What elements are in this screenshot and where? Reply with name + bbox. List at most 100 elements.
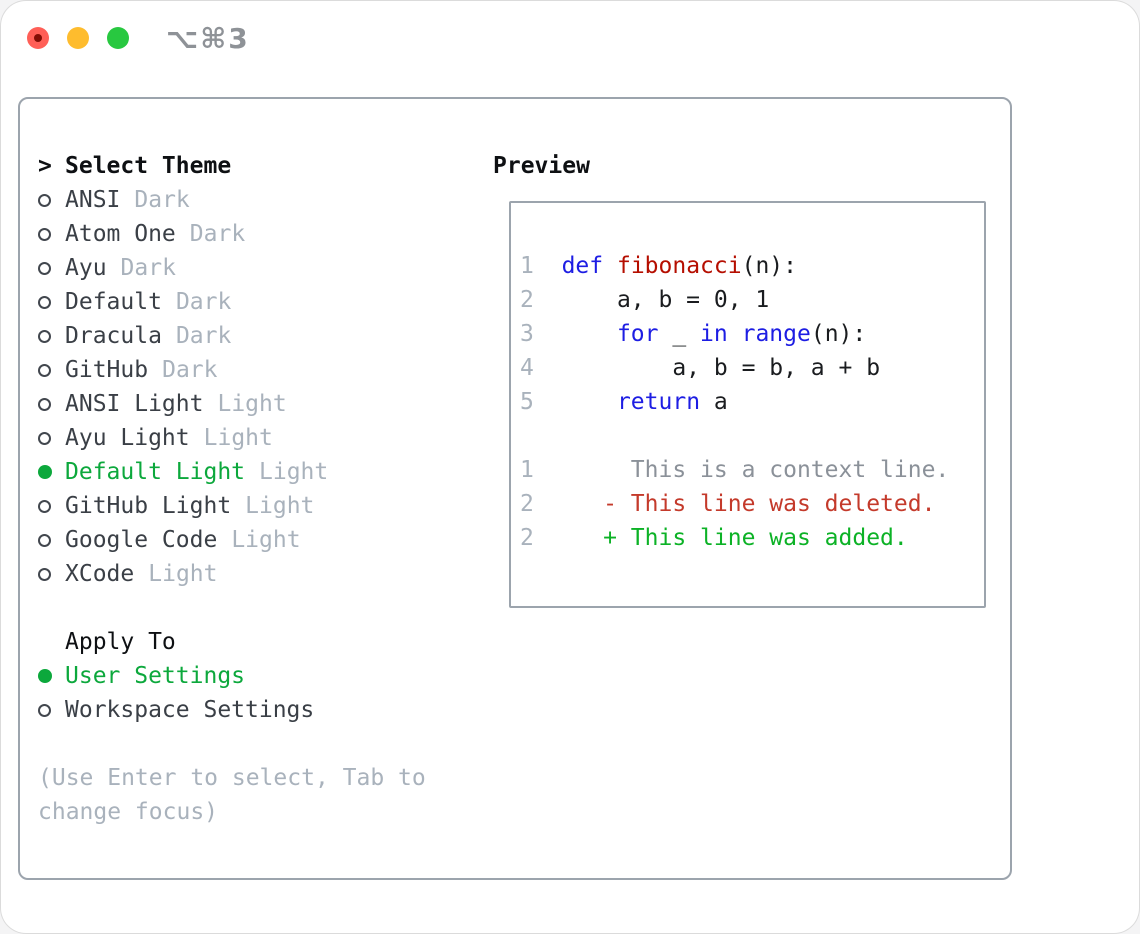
code-segment: 2 (520, 525, 534, 551)
radio-icon (38, 431, 65, 445)
preview-line: 1 def fibonacci(n): (520, 249, 984, 283)
code-segment: a (700, 389, 728, 415)
radio-circle (38, 703, 51, 717)
radio-icon (38, 533, 65, 547)
code-segment: (n): (810, 321, 867, 347)
select-theme-heading-label: Select Theme (65, 153, 232, 179)
theme-option[interactable]: Ayu Dark (38, 251, 426, 285)
radio-icon (38, 397, 65, 411)
option-variant-tag: Dark (162, 357, 218, 383)
radio-circle (38, 363, 51, 377)
code-segment (534, 321, 617, 347)
preview-line: 2 a, b = 0, 1 (520, 283, 984, 317)
radio-selected-icon (38, 669, 65, 683)
radio-circle (38, 465, 52, 479)
code-segment: 1 (520, 253, 534, 279)
window-title: ⌥⌘3 (166, 22, 250, 55)
preview-heading: Preview (493, 149, 986, 183)
option-variant-tag: Dark (189, 221, 246, 247)
hint-line: change focus) (38, 799, 219, 825)
radio-icon (38, 295, 65, 309)
option-label: Ayu (65, 255, 107, 281)
option-label: GitHub Light (65, 493, 232, 519)
radio-icon (38, 363, 65, 377)
preview-line: 5 return a (520, 385, 984, 419)
select-theme-heading: > Select Theme (38, 149, 426, 183)
apply-to-heading-label: Apply To (65, 629, 176, 655)
option-variant-tag: Light (245, 493, 315, 519)
code-segment (534, 253, 562, 279)
preview-line: 2 + This line was added. (520, 521, 984, 555)
radio-icon (38, 227, 65, 241)
option-variant-tag: Dark (175, 289, 232, 315)
option-label: User Settings (65, 663, 246, 689)
code-segment (534, 389, 617, 415)
option-variant-tag: Light (259, 459, 329, 485)
option-label: GitHub (65, 357, 149, 383)
radio-selected-icon (38, 465, 65, 479)
theme-option[interactable]: GitHub Dark (38, 353, 426, 387)
code-segment: in (700, 321, 728, 347)
preview-line: 2 - This line was deleted. (520, 487, 984, 521)
radio-icon (38, 193, 65, 207)
spacer (38, 727, 426, 761)
hint-text: (Use Enter to select, Tab to change focu… (38, 761, 426, 829)
theme-option[interactable]: GitHub Light Light (38, 489, 426, 523)
traffic-lights (27, 27, 129, 49)
code-segment: range (741, 321, 811, 347)
option-label: Default (65, 289, 162, 315)
preview-line (520, 419, 984, 453)
radio-icon (38, 261, 65, 275)
radio-icon (38, 499, 65, 513)
code-segment: a, b = 0, 1 (533, 287, 770, 313)
apply-option[interactable]: Workspace Settings (38, 693, 426, 727)
option-label: Workspace Settings (65, 697, 315, 723)
radio-circle (38, 227, 51, 241)
option-variant-tag: Light (148, 561, 218, 587)
window-titlebar: ⌥⌘3 (0, 0, 1140, 76)
option-label: ANSI Light (65, 391, 204, 417)
theme-option[interactable]: ANSI Light Light (38, 387, 426, 421)
code-segment: 2 (520, 287, 534, 313)
option-variant-tag: Dark (134, 187, 190, 213)
focus-caret-icon: > (38, 153, 52, 179)
code-segment: + This line was added. (533, 525, 908, 551)
option-label: Dracula (65, 323, 162, 349)
code-segment: 1 (520, 457, 534, 483)
preview-line: 1 This is a context line. (520, 453, 984, 487)
radio-icon (38, 703, 65, 717)
spacer (38, 591, 426, 625)
option-variant-tag: Light (217, 391, 287, 417)
preview-line (520, 215, 984, 249)
radio-circle (38, 193, 51, 207)
hint-line: (Use Enter to select, Tab to (38, 765, 426, 791)
minimize-button[interactable] (67, 27, 89, 49)
radio-circle (38, 499, 51, 513)
maximize-button[interactable] (107, 27, 129, 49)
theme-option[interactable]: Default Dark (38, 285, 426, 319)
option-variant-tag: Dark (120, 255, 176, 281)
apply-option[interactable]: User Settings (38, 659, 426, 693)
preview-column: Preview 1 def fibonacci(n):2 a, b = 0, 1… (493, 149, 986, 608)
code-segment: 2 (520, 491, 534, 517)
code-segment: (n): (741, 253, 797, 279)
radio-circle (38, 431, 51, 445)
preview-line: 4 a, b = b, a + b (520, 351, 984, 385)
option-label: Ayu Light (65, 425, 190, 451)
option-label: Google Code (65, 527, 218, 553)
close-button[interactable] (27, 27, 49, 49)
close-button-dot-icon (34, 34, 42, 42)
code-segment: fibonacci (616, 253, 742, 279)
radio-icon (38, 567, 65, 581)
code-segment: a, b = b, a + b (533, 355, 881, 381)
